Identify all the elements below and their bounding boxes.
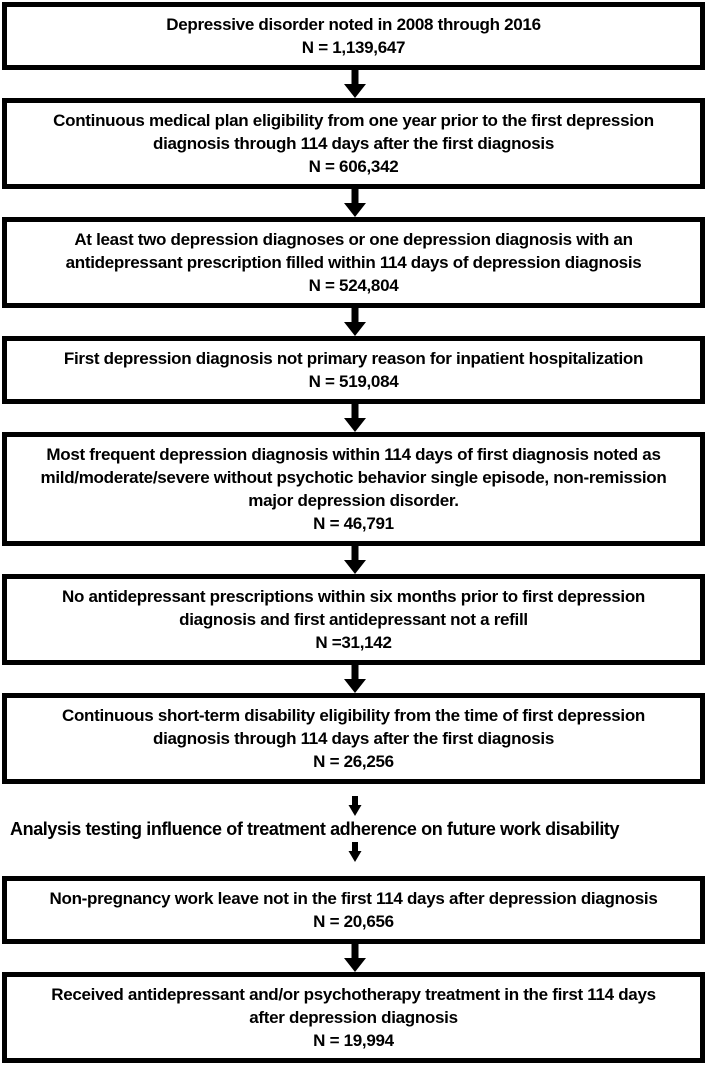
- box-line: Continuous medical plan eligibility from…: [53, 111, 654, 130]
- box-line: At least two depression diagnoses or one…: [74, 230, 633, 249]
- flow-box-8: Non-pregnancy work leave not in the firs…: [2, 876, 705, 944]
- box-n-line: N = 524,804: [308, 276, 399, 295]
- box-line: First depression diagnosis not primary r…: [63, 349, 644, 368]
- flow-connector: [0, 308, 709, 336]
- box-line: after depression diagnosis: [249, 1008, 458, 1027]
- box-n-line: N = 20,656: [313, 912, 394, 931]
- down-arrow-icon: [343, 665, 366, 693]
- flow-connector: [0, 665, 709, 693]
- box-line: Non-pregnancy work leave not in the firs…: [49, 889, 658, 908]
- box-line: antidepressant prescription filled withi…: [65, 253, 642, 272]
- box-n-line: N = 19,994: [313, 1031, 394, 1050]
- flow-box-5: Most frequent depression diagnosis withi…: [2, 432, 705, 546]
- down-arrow-icon: [343, 308, 366, 336]
- box-n-line: N = 1,139,647: [301, 38, 406, 57]
- flow-connector: [0, 842, 709, 862]
- down-arrow-icon: [343, 189, 366, 217]
- down-arrow-icon: [343, 404, 366, 432]
- box-n-line: N = 46,791: [313, 514, 394, 533]
- flow-box-9: Received antidepressant and/or psychothe…: [2, 972, 705, 1063]
- flow-box-7: Continuous short-term disability eligibi…: [2, 693, 705, 784]
- box-line: Most frequent depression diagnosis withi…: [46, 445, 661, 464]
- box-n-line: N = 519,084: [308, 372, 399, 391]
- flow-box-6: No antidepressant prescriptions within s…: [2, 574, 705, 665]
- box-line: Received antidepressant and/or psychothe…: [51, 985, 656, 1004]
- down-arrow-icon: [343, 546, 366, 574]
- flow-box-2: Continuous medical plan eligibility from…: [2, 98, 705, 189]
- box-line: Continuous short-term disability eligibi…: [62, 706, 645, 725]
- box-n-line: N = 606,342: [308, 157, 399, 176]
- down-arrow-icon: [343, 944, 366, 972]
- box-line: mild/moderate/severe without psychotic b…: [40, 468, 667, 487]
- flow-connector: [0, 796, 709, 816]
- down-arrow-icon: [343, 70, 366, 98]
- box-line: diagnosis through 114 days after the fir…: [153, 134, 554, 153]
- box-line: No antidepressant prescriptions within s…: [62, 587, 645, 606]
- flow-connector: [0, 189, 709, 217]
- box-n-line: N =31,142: [315, 633, 392, 652]
- box-line: diagnosis and first antidepressant not a…: [179, 610, 528, 629]
- down-arrow-icon: [348, 842, 361, 862]
- flow-box-4: First depression diagnosis not primary r…: [2, 336, 705, 404]
- box-n-line: N = 26,256: [313, 752, 394, 771]
- flow-connector: [0, 944, 709, 972]
- flow-connector: [0, 70, 709, 98]
- flow-box-1: Depressive disorder noted in 2008 throug…: [2, 2, 705, 70]
- box-line: Depressive disorder noted in 2008 throug…: [166, 15, 541, 34]
- box-line: major depression disorder.: [248, 491, 459, 510]
- flow-box-3: At least two depression diagnoses or one…: [2, 217, 705, 308]
- box-line: diagnosis through 114 days after the fir…: [153, 729, 554, 748]
- analysis-label-section: Analysis testing influence of treatment …: [0, 796, 709, 862]
- flow-connector: [0, 404, 709, 432]
- analysis-label: Analysis testing influence of treatment …: [10, 819, 620, 839]
- down-arrow-icon: [348, 796, 361, 816]
- flow-connector: [0, 546, 709, 574]
